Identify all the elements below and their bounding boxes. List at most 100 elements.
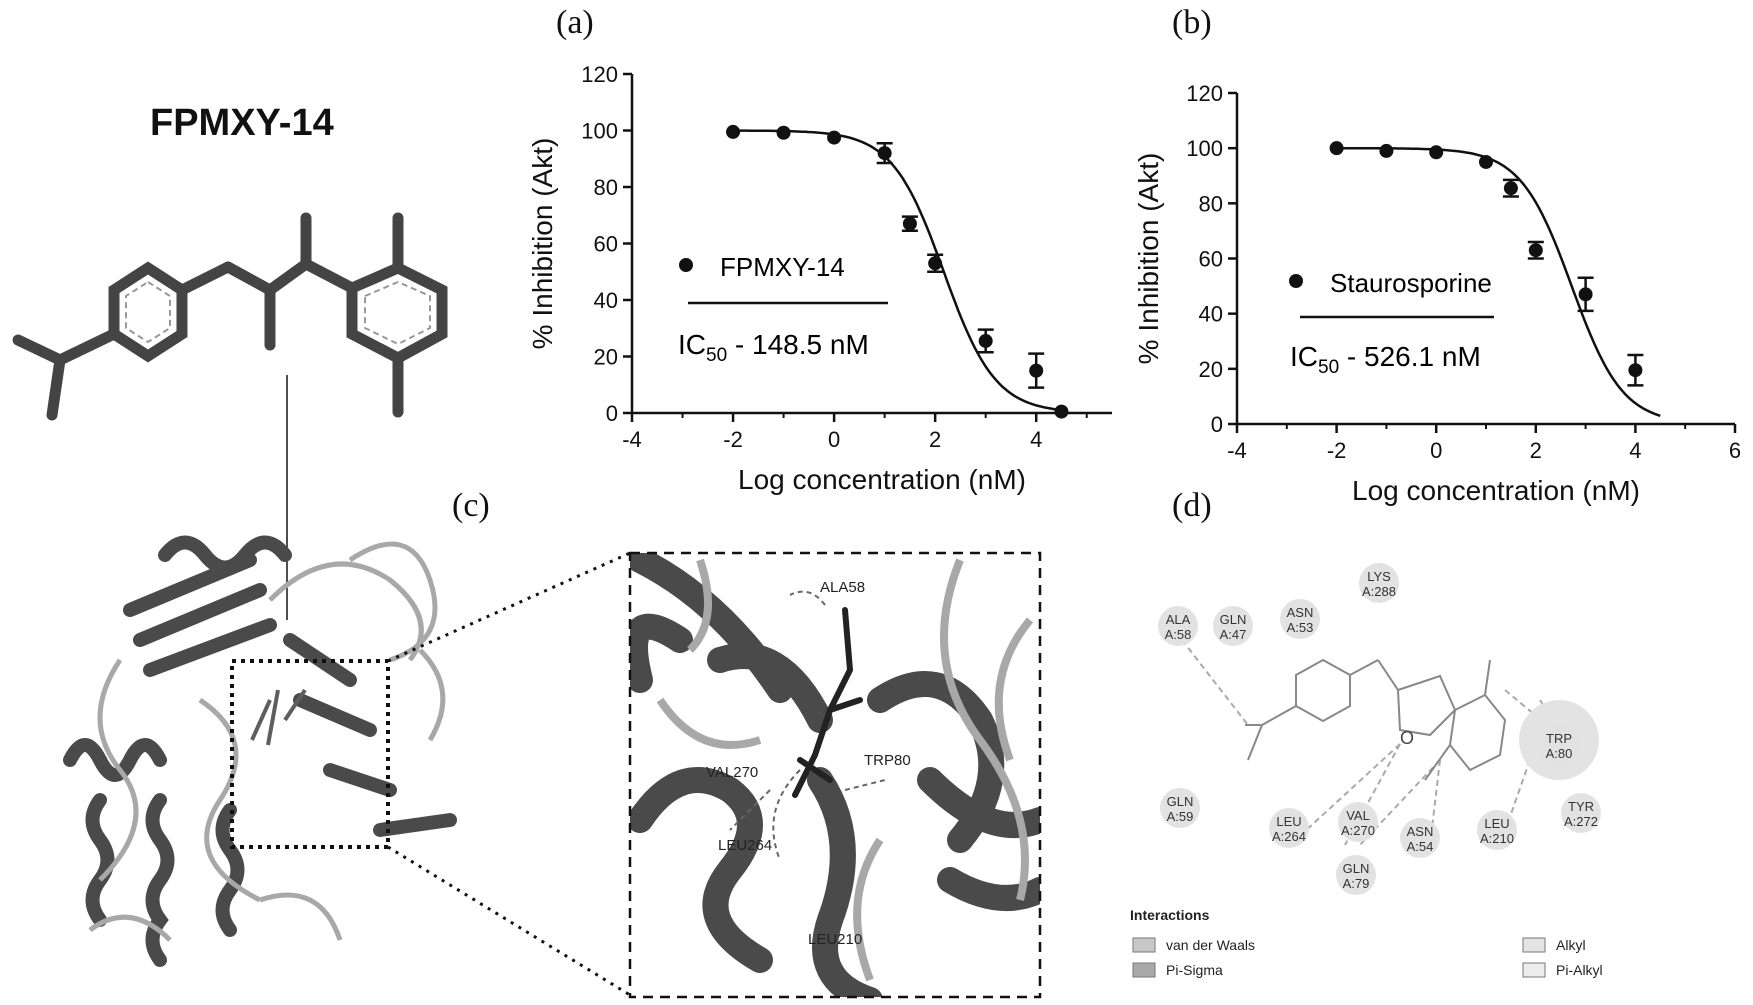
legend-swatch (1132, 937, 1156, 953)
legend-item-label: Alkyl (1556, 937, 1586, 953)
x-tick-label: 6 (1729, 438, 1741, 463)
residue-name: TRP (1546, 731, 1572, 746)
y-tick-label: 100 (1186, 136, 1223, 161)
y-tick-label: 80 (594, 175, 618, 200)
residue-chain: A:54 (1407, 839, 1434, 854)
y-tick-label: 60 (1199, 247, 1223, 272)
residue-label: VAL270 (706, 764, 758, 781)
residue-name: ASN (1287, 605, 1314, 620)
residue-disc (1280, 599, 1320, 639)
residue-chain: A:58 (1165, 627, 1192, 642)
y-tick-label: 20 (1199, 357, 1223, 382)
residue-chain: A:288 (1362, 584, 1396, 599)
compound-title: FPMXY-14 (150, 102, 334, 144)
data-point (1503, 181, 1518, 196)
x-axis-label: Log concentration (nM) (738, 464, 1026, 495)
x-tick-label: 2 (1530, 438, 1542, 463)
y-tick-label: 120 (581, 62, 618, 87)
y-tick-label: 20 (594, 345, 618, 370)
data-point (1578, 287, 1593, 302)
x-tick-label: 4 (1629, 438, 1641, 463)
residue-disc (1477, 810, 1517, 850)
ligand-atom-label: O (1400, 728, 1414, 748)
legend-swatch (1522, 937, 1546, 953)
x-tick-label: 0 (828, 427, 840, 452)
residue-chain: A:47 (1220, 627, 1247, 642)
data-point (902, 216, 917, 231)
data-point (1029, 363, 1044, 378)
residue-disc (1539, 725, 1579, 765)
x-tick-label: -2 (723, 427, 743, 452)
data-point (1054, 404, 1069, 419)
legend-item-label: van der Waals (1166, 937, 1255, 953)
x-tick-label: 2 (929, 427, 941, 452)
residue-label: TRP80 (864, 752, 911, 769)
residue-name: GLN (1343, 861, 1370, 876)
x-axis-label: Log concentration (nM) (1352, 475, 1640, 506)
residue-chain: A:264 (1272, 829, 1306, 844)
residue-chain: A:80 (1546, 746, 1573, 761)
residue-name: GLN (1220, 612, 1247, 627)
y-tick-label: 40 (594, 288, 618, 313)
residue-name: TYR (1568, 799, 1594, 814)
data-point (827, 130, 842, 145)
panel-label-d: (d) (1172, 487, 1212, 524)
data-point (1379, 143, 1394, 158)
legend-item-label: Pi-Alkyl (1556, 962, 1603, 978)
panel-label-b: (b) (1172, 4, 1212, 41)
residue-disc (1359, 563, 1399, 603)
residue-chain: A:210 (1480, 831, 1514, 846)
residue-discs: LYSA:288ALAA:58GLNA:47ASNA:53TRPA:80GLNA… (1158, 563, 1601, 895)
y-tick-label: 0 (606, 401, 618, 426)
y-tick-label: 100 (581, 119, 618, 144)
data-point (978, 333, 993, 348)
data-point (1479, 154, 1493, 169)
legend-item-label: Pi-Sigma (1166, 962, 1223, 978)
protein-ribbon (63, 535, 457, 967)
residue-name: VAL (1346, 808, 1370, 823)
residue-disc (1338, 802, 1378, 842)
data-point (1329, 141, 1344, 156)
residue-name: LEU (1276, 814, 1301, 829)
y-axis-label: % Inhibition (Akt) (527, 138, 558, 350)
residue-name: LEU (1484, 816, 1509, 831)
residue-chain: A:270 (1341, 823, 1375, 838)
residue-disc (1158, 606, 1198, 646)
data-point (928, 256, 943, 271)
residue-name: ALA (1166, 612, 1191, 627)
data-point (726, 124, 741, 139)
panel-label-c: (c) (452, 487, 490, 524)
residue-label: LEU210 (808, 931, 862, 948)
residue-disc (1561, 793, 1601, 833)
y-tick-label: 0 (1211, 412, 1223, 437)
residue-disc (1400, 818, 1440, 858)
zoom-line-bottom (387, 845, 631, 997)
legend-title: Interactions (1130, 907, 1210, 923)
residue-label: ALA58 (820, 579, 865, 596)
data-point (1429, 145, 1444, 160)
data-point (1628, 363, 1643, 378)
ligand-2d (1245, 658, 1507, 781)
molecule-structure (12, 212, 448, 620)
residue-chain: A:59 (1167, 809, 1194, 824)
y-axis-label: % Inhibition (Akt) (1133, 153, 1164, 365)
data-point (776, 125, 791, 140)
residue-disc (1160, 788, 1200, 828)
residue-label: LEU264 (718, 837, 772, 854)
residue-name: GLN (1167, 794, 1194, 809)
data-point (877, 146, 892, 161)
x-tick-label: -2 (1327, 438, 1347, 463)
residue-disc (1336, 855, 1376, 895)
residue-disc (1269, 808, 1309, 848)
x-tick-label: 4 (1030, 427, 1042, 452)
residue-name: LYS (1367, 569, 1391, 584)
y-tick-label: 40 (1199, 302, 1223, 327)
residue-chain: A:53 (1287, 620, 1314, 635)
residue-chain: A:79 (1343, 876, 1370, 891)
zoom-frame (628, 551, 1042, 999)
x-tick-label: -4 (622, 427, 642, 452)
